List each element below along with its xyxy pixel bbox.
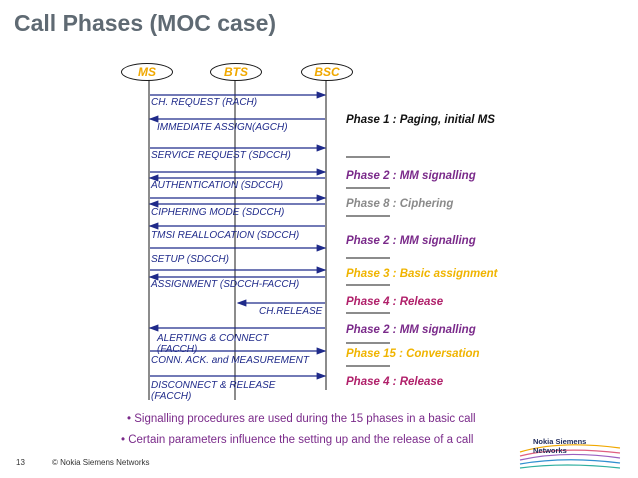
phase-label: Phase 1 : Paging, initial MS — [346, 114, 495, 126]
msg-disconnect-facch: (FACCH) — [151, 391, 192, 402]
nokia-siemens-logo-mark — [519, 444, 621, 469]
entity-bsc: BSC — [301, 63, 353, 81]
nokia-siemens-logo: Nokia Siemens Networks — [533, 437, 586, 455]
phase-label: Phase 2 : MM signalling — [346, 235, 476, 247]
bullet-text: • Certain parameters influence the setti… — [121, 434, 474, 446]
phase-label: Phase 4 : Release — [346, 296, 444, 308]
slide-title: Call Phases (MOC case) — [14, 10, 277, 36]
msg-immediate-assign: IMMEDIATE ASSIGN(AGCH) — [157, 122, 288, 133]
phase-label: Phase 15 : Conversation — [346, 348, 480, 360]
msg-disconnect-release: DISCONNECT & RELEASE — [151, 380, 276, 391]
msg-assignment: ASSIGNMENT (SDCCH-FACCH) — [151, 279, 300, 290]
msg-ch-request: CH. REQUEST (RACH) — [151, 97, 258, 108]
msg-setup: SETUP (SDCCH) — [151, 254, 229, 265]
msg-authentication: AUTHENTICATION (SDCCH) — [151, 180, 284, 191]
phase-label: Phase 2 : MM signalling — [346, 170, 476, 182]
entity-bts: BTS — [210, 63, 262, 81]
msg-ciphering-mode: CIPHERING MODE (SDCCH) — [151, 207, 285, 218]
logo-line2: Networks — [533, 446, 567, 455]
copyright: © Nokia Siemens Networks — [52, 458, 150, 467]
msg-service-request: SERVICE REQUEST (SDCCH) — [151, 150, 291, 161]
msg-alerting-connect: ALERTING & CONNECT — [157, 333, 269, 344]
msg-alerting-facch: (FACCH) — [157, 344, 198, 355]
entity-ms: MS — [121, 63, 173, 81]
logo-line1: Nokia Siemens — [533, 437, 587, 446]
phase-label: Phase 2 : MM signalling — [346, 324, 476, 336]
phase-label: Phase 3 : Basic assignment — [346, 268, 498, 280]
msg-conn-ack: CONN. ACK. and MEASUREMENT — [151, 355, 309, 366]
msg-ch-release: CH.RELEASE — [259, 306, 323, 317]
phase-label: Phase 8 : Ciphering — [346, 198, 454, 210]
phase-label: Phase 4 : Release — [346, 376, 444, 388]
bullet-text: • Signalling procedures are used during … — [127, 413, 476, 425]
page-number: 13 — [16, 458, 25, 467]
msg-tmsi-reallocation: TMSI REALLOCATION (SDCCH) — [151, 230, 300, 241]
